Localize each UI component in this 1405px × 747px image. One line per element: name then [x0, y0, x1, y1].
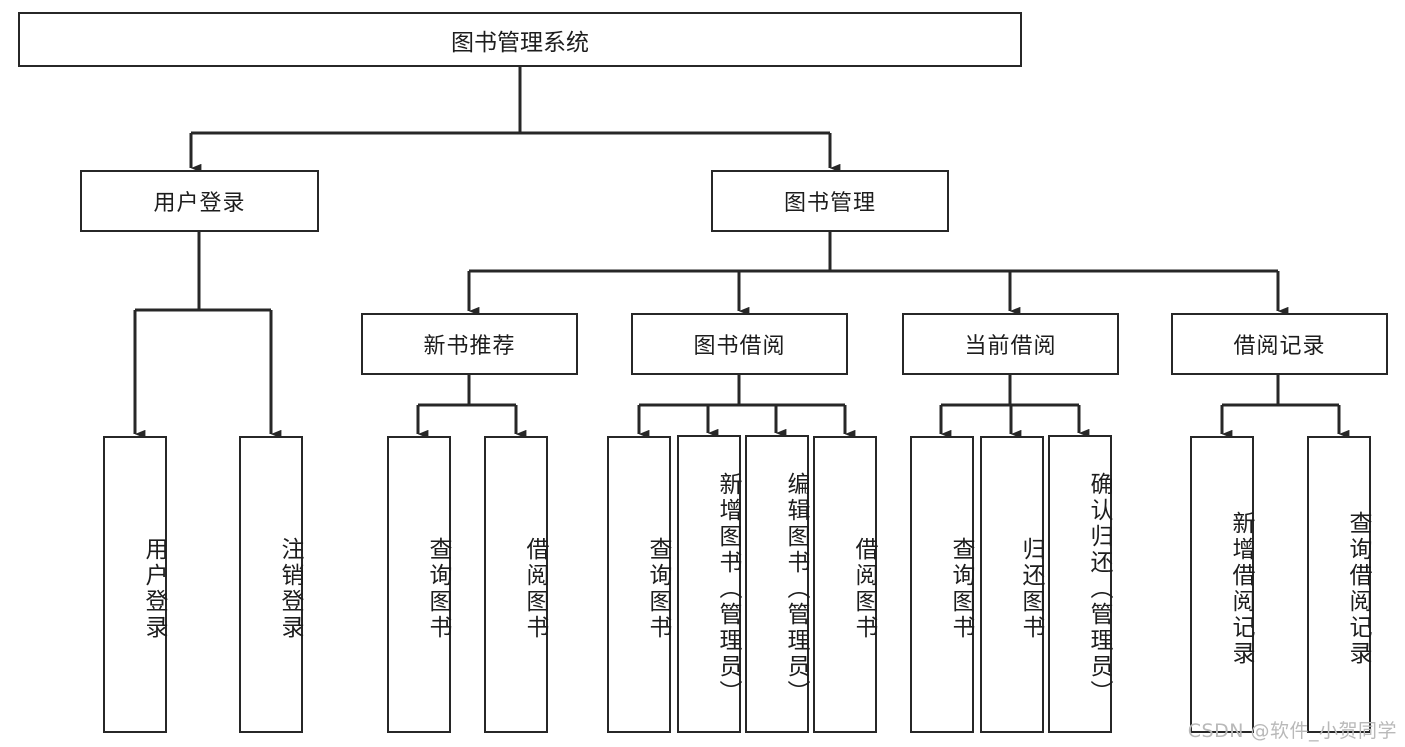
node-current-borrow[interactable]: 当前借阅: [902, 313, 1119, 375]
leaf-borrow-query-label: 查询图书: [645, 537, 671, 641]
leaf-rec-add-label: 新增借阅记录: [1228, 511, 1254, 667]
leaf-cur-return[interactable]: 归还图书: [980, 436, 1044, 733]
node-borrow-record[interactable]: 借阅记录: [1171, 313, 1388, 375]
leaf-borrow-edit[interactable]: 编辑图书（管理员）: [745, 435, 809, 733]
leaf-borrow-do[interactable]: 借阅图书: [813, 436, 877, 733]
leaf-borrow-do-label: 借阅图书: [851, 537, 877, 641]
leaf-cur-return-label: 归还图书: [1018, 537, 1044, 641]
leaf-borrow-add-label: 新增图书（管理员）: [715, 471, 741, 706]
leaf-rec-borrow-label: 借阅图书: [522, 537, 548, 641]
node-root-label: 图书管理系统: [451, 29, 589, 56]
leaf-borrow-add[interactable]: 新增图书（管理员）: [677, 435, 741, 733]
leaf-cur-query-label: 查询图书: [948, 537, 974, 641]
node-book-manage[interactable]: 图书管理: [711, 170, 949, 232]
node-new-book-rec[interactable]: 新书推荐: [361, 313, 578, 375]
node-root[interactable]: 图书管理系统: [18, 12, 1022, 67]
leaf-cur-confirm[interactable]: 确认归还（管理员）: [1048, 435, 1112, 733]
leaf-borrow-edit-label: 编辑图书（管理员）: [783, 471, 809, 706]
leaf-rec-query2[interactable]: 查询借阅记录: [1307, 436, 1371, 733]
leaf-rec-borrow[interactable]: 借阅图书: [484, 436, 548, 733]
node-new-book-rec-label: 新书推荐: [423, 334, 516, 359]
node-user-login[interactable]: 用户登录: [80, 170, 319, 232]
node-current-borrow-label: 当前借阅: [964, 334, 1057, 359]
leaf-rec-query2-label: 查询借阅记录: [1345, 511, 1371, 667]
node-borrow-record-label: 借阅记录: [1233, 334, 1326, 359]
leaf-user-logout-label: 注销登录: [277, 537, 303, 641]
node-user-login-label: 用户登录: [153, 191, 246, 216]
leaf-user-login[interactable]: 用户登录: [103, 436, 167, 733]
csdn-watermark: CSDN @软件_小贺同学: [1187, 720, 1397, 742]
leaf-borrow-query[interactable]: 查询图书: [607, 436, 671, 733]
node-book-borrow[interactable]: 图书借阅: [631, 313, 848, 375]
node-book-manage-label: 图书管理: [783, 191, 876, 216]
leaf-user-login-label: 用户登录: [141, 537, 167, 641]
leaf-rec-query[interactable]: 查询图书: [387, 436, 451, 733]
leaf-rec-add[interactable]: 新增借阅记录: [1190, 436, 1254, 733]
node-book-borrow-label: 图书借阅: [693, 334, 786, 359]
leaf-rec-query-label: 查询图书: [425, 537, 451, 641]
leaf-cur-confirm-label: 确认归还（管理员）: [1086, 471, 1112, 706]
leaf-user-logout[interactable]: 注销登录: [239, 436, 303, 733]
leaf-cur-query[interactable]: 查询图书: [910, 436, 974, 733]
